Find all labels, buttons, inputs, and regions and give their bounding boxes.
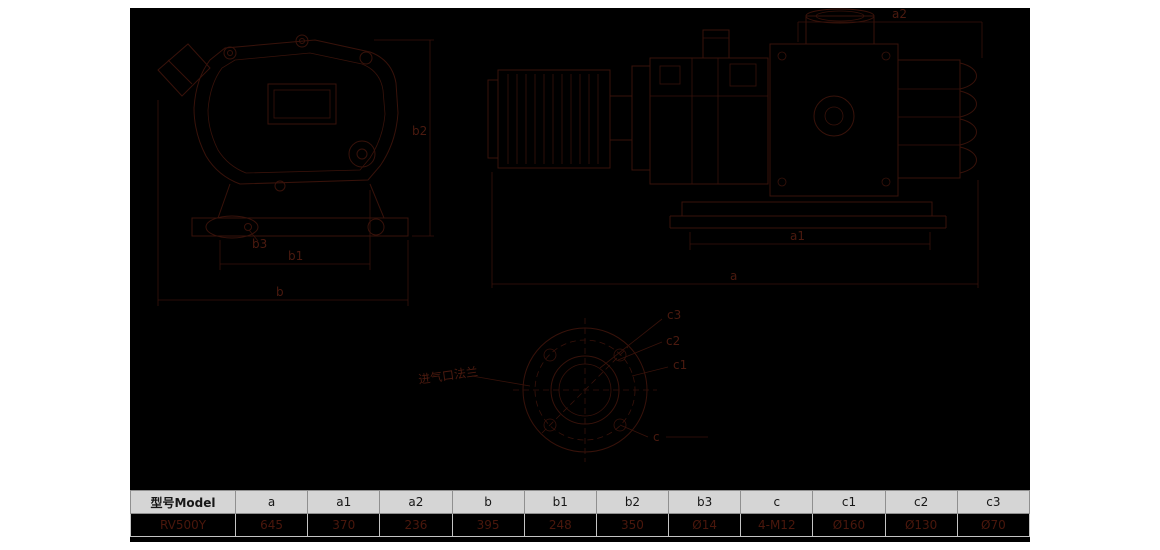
dimension-labels: b2 b3 b1 b a2 a1 a c3 c2 c1 c 进气口法兰 [252, 8, 907, 444]
header-b2: b2 [595, 490, 670, 514]
dim-label-b: b [276, 285, 284, 299]
dim-label-a1: a1 [790, 229, 805, 243]
cell-a2: 236 [379, 513, 453, 537]
header-c1: c1 [812, 490, 886, 514]
top-view [157, 34, 409, 239]
header-c2: c2 [884, 490, 958, 514]
cell-b3: Ø14 [668, 513, 742, 537]
dim-label-b2: b2 [412, 124, 427, 138]
cell-c2: Ø130 [884, 513, 958, 537]
dim-label-c: c [653, 430, 660, 444]
dim-label-a: a [730, 269, 737, 283]
header-a: a [234, 490, 309, 514]
dimension-table: 型号Model a a1 a2 b b1 b2 b3 c c1 c2 c3 RV… [130, 490, 1031, 537]
flange-note: 进气口法兰 [417, 364, 479, 387]
cell-c3: Ø70 [956, 513, 1031, 537]
table-row: RV500Y 645 370 236 395 248 350 Ø14 4-M12… [130, 513, 1031, 537]
drawing-frame: b2 b3 b1 b a2 a1 a c3 c2 c1 c 进气口法兰 型号Mo [130, 8, 1031, 542]
dim-label-a2: a2 [892, 8, 907, 21]
flange-leader-lines [471, 318, 708, 438]
header-model: 型号Model [130, 490, 236, 514]
cell-a: 645 [234, 513, 309, 537]
dim-label-b1: b1 [288, 249, 303, 263]
table-header-row: 型号Model a a1 a2 b b1 b2 b3 c c1 c2 c3 [130, 490, 1031, 514]
cell-model: RV500Y [130, 513, 236, 537]
header-a1: a1 [307, 490, 381, 514]
cell-c1: Ø160 [812, 513, 886, 537]
header-b: b [451, 490, 525, 514]
header-a2: a2 [379, 490, 453, 514]
flange-view [513, 318, 657, 462]
dim-label-c1: c1 [673, 358, 687, 372]
header-c: c [740, 490, 814, 514]
dim-label-c2: c2 [666, 334, 680, 348]
header-c3: c3 [956, 490, 1031, 514]
side-view-dimensions [491, 21, 983, 288]
top-view-dimensions [157, 39, 434, 306]
technical-drawing: b2 b3 b1 b a2 a1 a c3 c2 c1 c 进气口法兰 [157, 8, 983, 462]
dim-label-c3: c3 [667, 308, 681, 322]
motor-fins [507, 74, 599, 164]
header-b3: b3 [668, 490, 742, 514]
dim-label-b3: b3 [252, 237, 267, 251]
cell-b: 395 [451, 513, 525, 537]
cell-b1: 248 [523, 513, 597, 537]
side-view [487, 8, 977, 229]
cell-c: 4-M12 [740, 513, 814, 537]
cell-b2: 350 [595, 513, 670, 537]
cell-a1: 370 [307, 513, 381, 537]
header-b1: b1 [523, 490, 597, 514]
